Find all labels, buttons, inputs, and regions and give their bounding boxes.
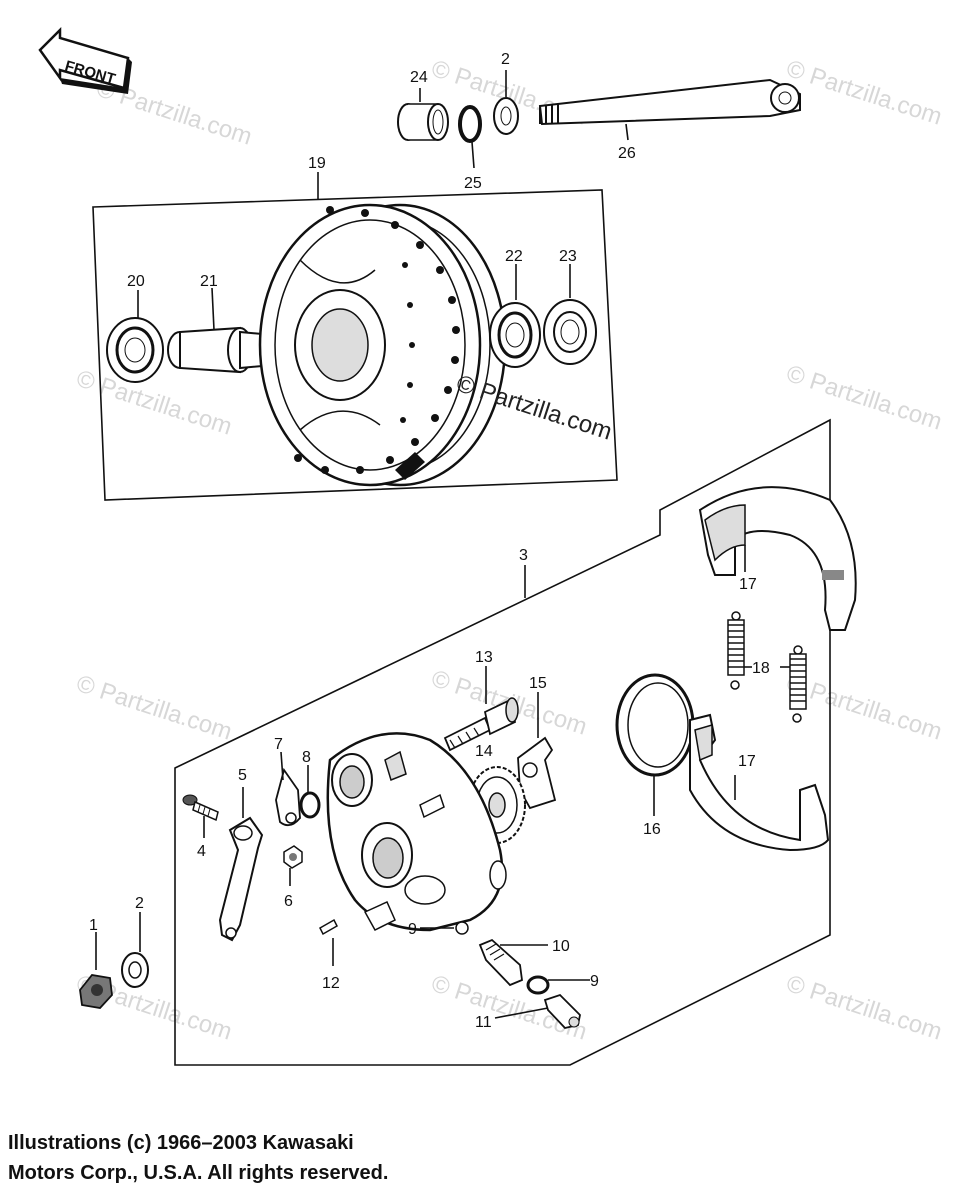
watermark-11: © Partzilla.com (783, 970, 945, 1046)
fitting-11 (543, 993, 581, 1029)
callout-21: 21 (200, 273, 218, 290)
hub-group-frame (92, 189, 618, 501)
callout-10: 10 (552, 938, 570, 955)
front-arrow-icon: FRONT (38, 26, 132, 94)
callout-15: 15 (529, 675, 547, 692)
callout-labels: 1 2 2 3 4 5 6 7 8 9 9 10 11 12 13 14 15 … (89, 51, 770, 1031)
leader-11 (494, 1007, 549, 1019)
callout-6: 6 (284, 893, 293, 910)
watermark-8: © Partzilla.com (783, 670, 945, 746)
brake-shoe-17-top (698, 486, 857, 631)
copyright-line-1: Illustrations (c) 1966–2003 Kawasaki (8, 1132, 354, 1154)
pin-12 (319, 918, 338, 936)
callout-8: 8 (302, 749, 311, 766)
callout-23: 23 (559, 248, 577, 265)
nut-1 (79, 974, 113, 1009)
copyright-notice: Illustrations (c) 1966–2003 Kawasaki Mot… (8, 1128, 388, 1188)
callout-24: 24 (410, 69, 428, 86)
indicator-7 (275, 767, 301, 827)
watermark-3: © Partzilla.com (783, 55, 945, 131)
callout-5: 5 (238, 767, 247, 784)
indicator-plate-15 (517, 736, 557, 810)
bearing-22 (489, 302, 541, 368)
oring-9-lower (526, 975, 550, 995)
callout-3: 3 (519, 547, 528, 564)
leader-25 (471, 141, 475, 169)
seal-23 (543, 299, 597, 365)
axle-26 (538, 78, 801, 126)
cam-shaft-13 (443, 697, 519, 752)
copyright-line-2: Motors Corp., U.S.A. All rights reserved… (8, 1162, 389, 1184)
callout-25: 25 (464, 175, 482, 192)
springs-18 (727, 611, 807, 723)
nut-6 (283, 845, 303, 869)
leader-26 (625, 123, 629, 141)
callout-22: 22 (505, 248, 523, 265)
washer-2-top (493, 97, 519, 135)
callout-17-top: 17 (739, 576, 757, 593)
callout-17-bottom: 17 (738, 753, 756, 770)
callout-12: 12 (322, 975, 340, 992)
wheel-hub-19 (258, 203, 507, 487)
callout-1: 1 (89, 917, 98, 934)
callout-18: 18 (752, 660, 770, 677)
seal-ring-16 (615, 673, 695, 777)
callout-13: 13 (475, 649, 493, 666)
retainer-ring-25 (458, 105, 482, 143)
brake-panel (326, 732, 507, 935)
callout-20: 20 (127, 273, 145, 290)
callout-2-top: 2 (501, 51, 510, 68)
watermark-5: © Partzilla.com (783, 360, 945, 436)
brake-shoe-17-bottom (689, 713, 830, 852)
callout-2-bottom: 2 (135, 895, 144, 912)
callout-9-lower: 9 (590, 973, 599, 990)
panel-group-frame (174, 418, 831, 1066)
bearing-20 (106, 317, 164, 383)
callout-9-upper: 9 (408, 921, 417, 938)
lever-5 (218, 816, 264, 942)
callout-19: 19 (308, 155, 326, 172)
callout-4: 4 (197, 843, 206, 860)
callout-14: 14 (475, 743, 493, 760)
callout-11: 11 (475, 1014, 492, 1031)
watermark-6: © Partzilla.com (73, 670, 235, 746)
watermark-4: © Partzilla.com (73, 365, 235, 441)
spacer-24 (397, 103, 449, 141)
leader-21 (211, 287, 215, 331)
callout-16: 16 (643, 821, 661, 838)
washer-2-bottom (121, 952, 149, 988)
fitting-10 (478, 938, 523, 987)
leader-7 (280, 751, 284, 781)
oring-8 (299, 791, 321, 819)
callout-26: 26 (618, 145, 636, 162)
callout-7: 7 (274, 736, 283, 753)
bolt-4 (182, 794, 219, 822)
